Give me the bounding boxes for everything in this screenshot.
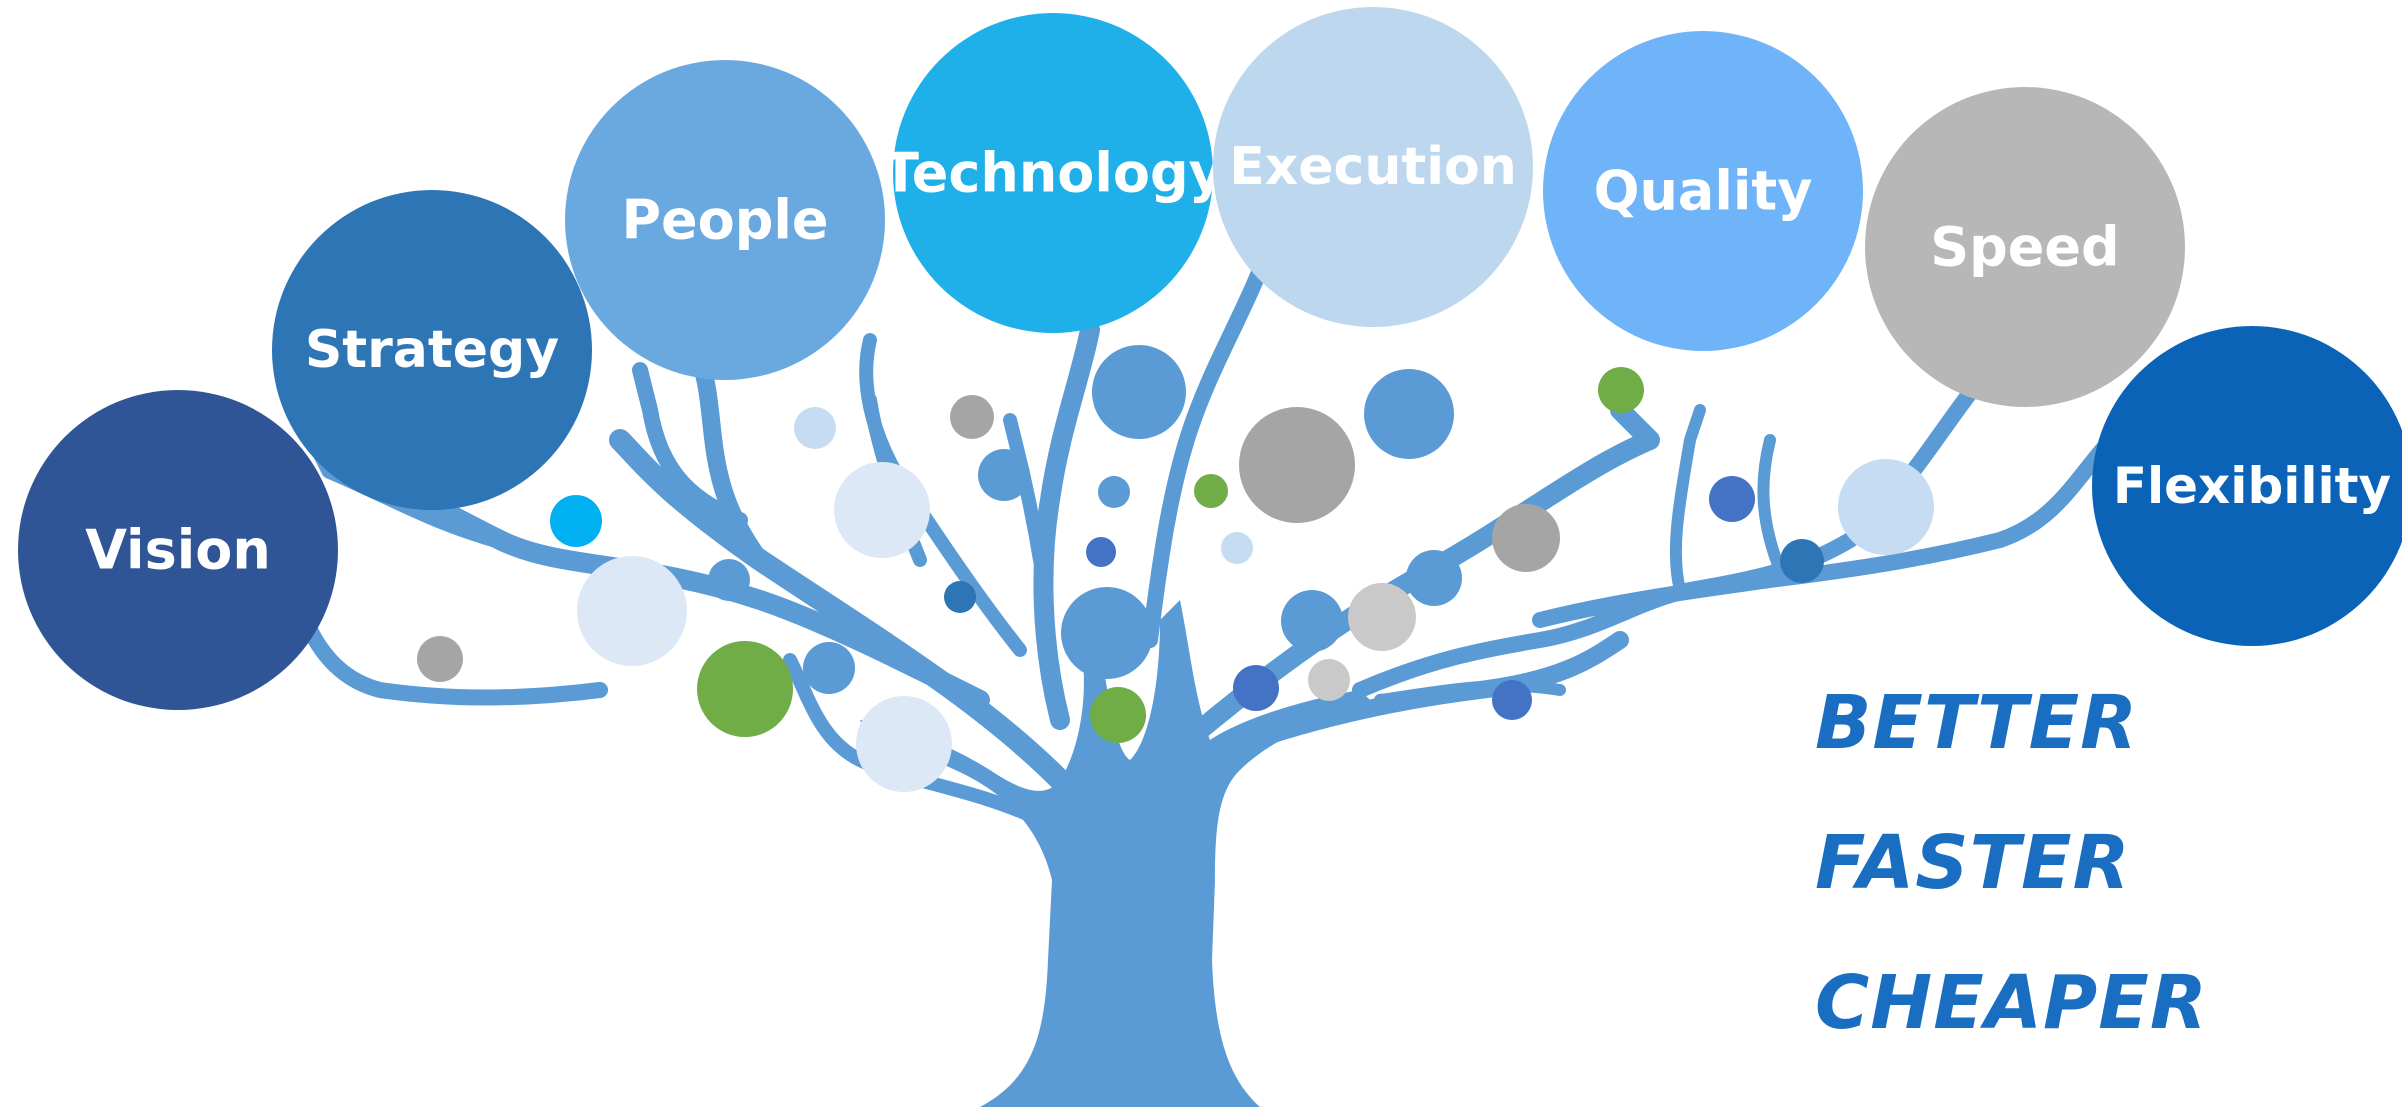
node-people: People	[565, 60, 885, 380]
dot	[1233, 665, 1279, 711]
dot	[1709, 476, 1755, 522]
node-circle-quality	[1543, 31, 1863, 351]
node-vision: Vision	[18, 390, 338, 710]
dot	[1492, 504, 1560, 572]
node-label-people: People	[621, 189, 828, 252]
dot	[708, 559, 750, 601]
branch	[302, 622, 608, 706]
node-circle-vision	[18, 390, 338, 710]
dot	[944, 581, 976, 613]
branch	[1757, 434, 1786, 576]
dot	[1348, 583, 1416, 651]
dot	[1092, 345, 1186, 439]
node-speed: Speed	[1865, 87, 2185, 407]
dot	[1406, 550, 1462, 606]
node-label-execution: Execution	[1229, 137, 1517, 197]
dot	[1598, 367, 1644, 413]
dot	[978, 449, 1030, 501]
tagline-cheaper: CHEAPER	[1815, 960, 2208, 1046]
dot	[1194, 474, 1228, 508]
dot	[1086, 537, 1116, 567]
node-technology: Technology	[882, 13, 1224, 333]
dot	[1098, 476, 1130, 508]
dot	[1838, 459, 1934, 555]
node-circle-technology	[893, 13, 1213, 333]
node-label-flexibility: Flexibility	[2113, 457, 2391, 515]
decorative-dots	[417, 345, 1934, 792]
branch	[1142, 262, 1268, 648]
dot	[697, 641, 793, 737]
dot	[1221, 532, 1253, 564]
dot	[1239, 407, 1355, 523]
node-label-quality: Quality	[1594, 160, 1813, 223]
node-circle-speed	[1865, 87, 2185, 407]
dot	[1061, 587, 1153, 679]
dot	[550, 495, 602, 547]
node-label-technology: Technology	[882, 142, 1224, 205]
dot	[1364, 369, 1454, 459]
node-label-speed: Speed	[1930, 216, 2119, 279]
node-label-vision: Vision	[85, 519, 271, 582]
tagline-faster: FASTER	[1815, 820, 2131, 906]
node-circle-strategy	[272, 190, 592, 510]
branch	[1374, 679, 1566, 706]
node-circle-execution	[1213, 7, 1533, 327]
branch	[609, 429, 1071, 791]
dot	[1492, 680, 1532, 720]
dot	[577, 556, 687, 666]
dot	[1090, 687, 1146, 743]
branch	[1669, 404, 1706, 596]
node-execution: Execution	[1213, 7, 1533, 327]
tagline-better: BETTER	[1815, 680, 2139, 766]
node-quality: Quality	[1543, 31, 1863, 351]
branch	[1033, 320, 1100, 730]
dot	[794, 407, 836, 449]
tree-trunk	[860, 600, 1370, 1107]
node-label-strategy: Strategy	[305, 320, 559, 380]
node-circle-people	[565, 60, 885, 380]
dot	[803, 642, 855, 694]
dot	[950, 395, 994, 439]
branch	[1532, 422, 2128, 628]
branch	[632, 362, 748, 528]
dot	[1780, 539, 1824, 583]
node-strategy: Strategy	[272, 190, 592, 510]
node-circle-flexibility	[2092, 326, 2402, 646]
branch	[691, 351, 769, 569]
dot	[1281, 590, 1343, 652]
dot	[417, 636, 463, 682]
dot	[856, 696, 952, 792]
node-flexibility: Flexibility	[2092, 326, 2402, 646]
dot	[1308, 659, 1350, 701]
dot	[834, 462, 930, 558]
